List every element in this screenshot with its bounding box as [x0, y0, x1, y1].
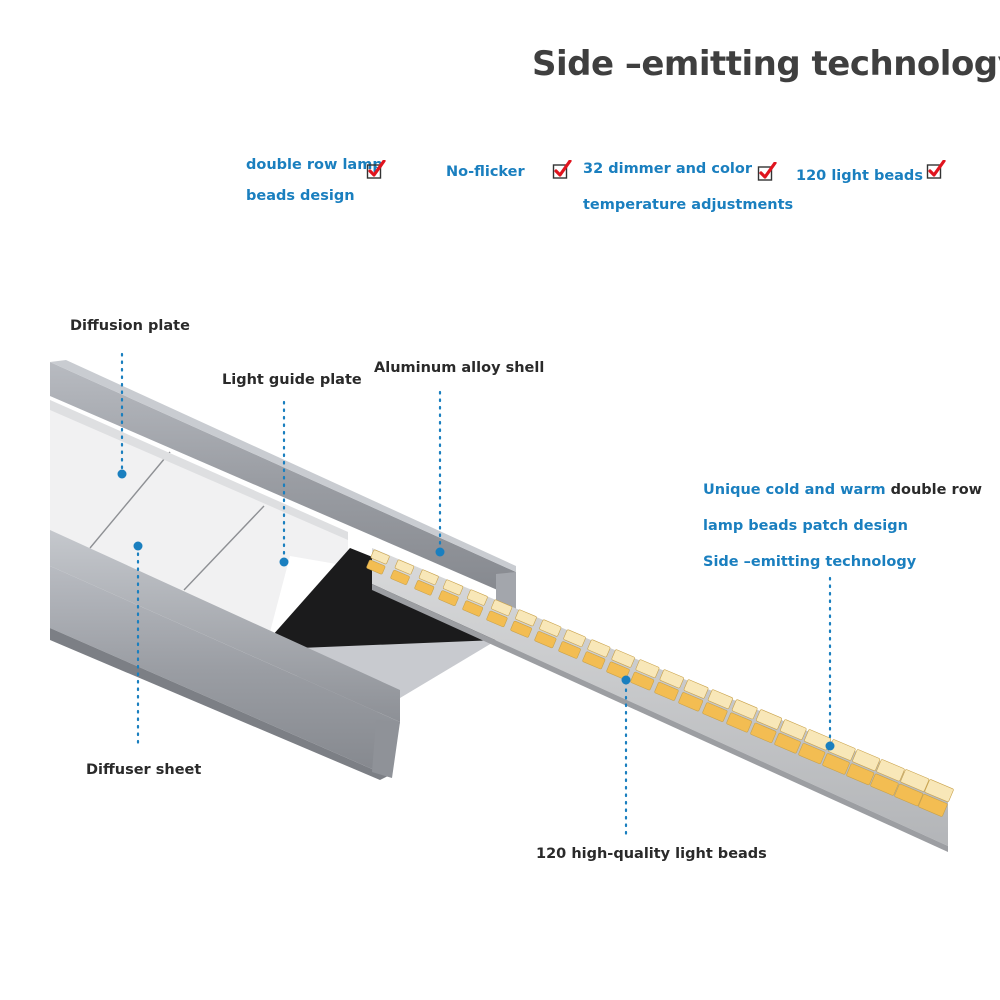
label-light-guide-plate: Light guide plate — [222, 372, 362, 388]
feature-dimmer: 32 dimmer and color temperature adjustme… — [583, 151, 793, 223]
led-bead — [654, 681, 679, 701]
led-bead — [390, 569, 410, 585]
led-bead — [582, 651, 606, 670]
label-aluminum-shell: Aluminum alloy shell — [374, 360, 545, 376]
led-bead — [606, 661, 630, 680]
checked-box-icon — [926, 160, 946, 179]
led-bead — [414, 580, 435, 596]
led-bead — [774, 732, 801, 754]
led-bead — [486, 610, 508, 628]
feature-text: double row lamp — [246, 157, 383, 173]
led-bead — [780, 719, 807, 740]
led-bead — [611, 649, 635, 668]
shell-upper-rail-top — [50, 360, 516, 572]
led-bead — [539, 619, 562, 637]
callout-highlight: Unique cold and warm — [703, 482, 886, 498]
callout-text: Unique cold and warm double row lamp bea… — [703, 472, 982, 580]
led-bead — [510, 620, 532, 638]
led-bead — [366, 559, 386, 575]
label-diffusion-plate: Diffusion plate — [70, 318, 190, 334]
led-bead — [822, 753, 850, 775]
feature-no-flicker: No-flicker — [446, 157, 525, 188]
led-bead — [852, 749, 881, 771]
led-beads — [366, 549, 954, 817]
led-bead — [558, 641, 581, 659]
led-bead — [870, 773, 899, 796]
led-bead — [707, 689, 733, 709]
shell-upper-rail — [50, 362, 516, 598]
feature-text: temperature adjustments — [583, 197, 794, 213]
led-bead — [798, 743, 826, 765]
label-diffuser-sheet: Diffuser sheet — [86, 762, 202, 778]
diffusion-plate — [50, 400, 348, 632]
led-bead — [563, 629, 586, 647]
led-bead — [750, 722, 777, 743]
led-bead — [924, 779, 954, 802]
led-bead — [438, 590, 459, 606]
checked-box-icon — [366, 160, 386, 179]
led-bead — [394, 559, 415, 575]
led-bead — [370, 549, 390, 565]
feature-text: No-flicker — [446, 164, 525, 180]
led-bead — [918, 794, 948, 817]
led-bead — [900, 769, 930, 792]
checked-box-icon — [757, 162, 777, 181]
feature-double-row: double row lamp beads design — [246, 150, 383, 212]
led-bead — [442, 579, 464, 596]
led-bead — [635, 659, 660, 678]
led-bead — [534, 631, 557, 649]
led-bead — [731, 699, 758, 720]
shell-lower-side — [50, 566, 400, 776]
led-bead — [587, 639, 611, 658]
led-bead — [756, 709, 782, 730]
leader-lines — [120, 352, 832, 836]
led-bead — [726, 712, 752, 733]
led-bead — [702, 702, 728, 722]
led-bead — [659, 669, 684, 689]
callout-line-1: Unique cold and warm double row — [703, 472, 982, 508]
feature-text: 32 dimmer and color — [583, 161, 753, 177]
led-bead — [894, 783, 923, 807]
checked-box-icon — [552, 160, 572, 179]
led-bead — [876, 759, 905, 782]
page-title: Side –emitting technology — [532, 44, 1000, 84]
led-bead — [846, 763, 875, 786]
feature-light-beads: 120 light beads — [796, 161, 923, 192]
led-bead — [467, 589, 488, 606]
led-bead — [418, 569, 439, 585]
led-bead — [630, 671, 655, 691]
led-bead — [462, 600, 484, 617]
led-bead — [683, 679, 709, 699]
feature-text: beads design — [246, 188, 355, 204]
callout-normal: double row — [885, 482, 983, 498]
label-light-beads: 120 high-quality light beads — [536, 846, 767, 862]
led-bead — [491, 599, 513, 616]
led-bead — [678, 692, 704, 712]
leader-dots — [117, 469, 835, 751]
feature-text: 120 light beads — [796, 168, 923, 184]
callout-line-2: lamp beads patch design — [703, 518, 908, 534]
callout-line-3: Side –emitting technology — [703, 554, 917, 570]
led-bead — [515, 609, 537, 627]
